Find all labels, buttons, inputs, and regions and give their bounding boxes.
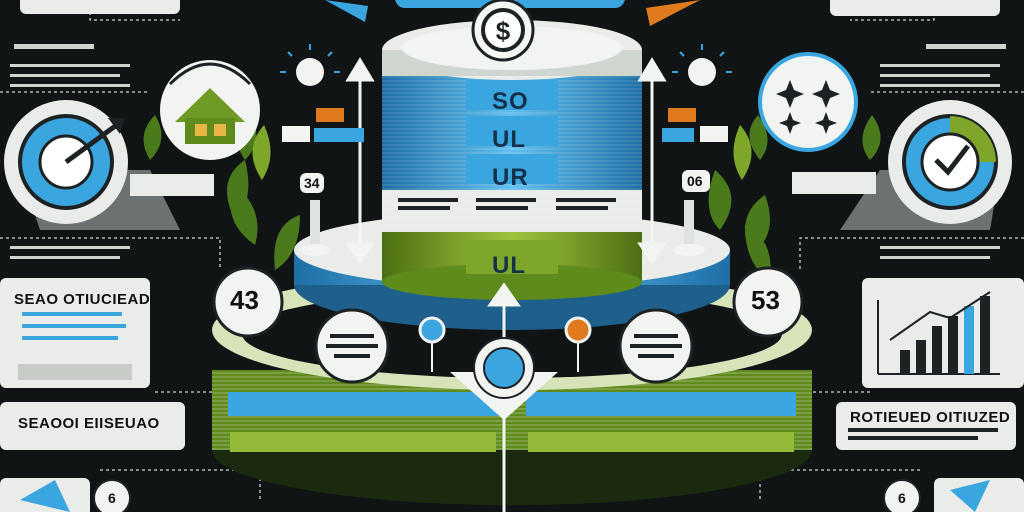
right-badge-number: 53 [751,285,780,315]
left-panel-caption: SEAOOI EIISEUAO [18,415,160,432]
label-bubbles [130,172,876,384]
stack-label-1: SO [492,88,529,115]
house-icon [160,60,260,160]
bottom-right-number: 6 [898,490,906,506]
stack-label-4: UL [492,252,526,279]
text-strips [10,44,1006,259]
bottom-left-number: 6 [108,490,116,506]
right-panel-caption: ROTIEUED OITIUZED [850,409,1011,426]
small-tags [282,108,728,142]
svg-text:$: $ [496,16,511,46]
sun-icon [280,44,732,86]
number-badges [212,170,804,338]
pin-icon [299,200,705,372]
left-badge-number: 43 [230,285,259,315]
bar-chart-icon [877,291,1000,375]
left-small-number: 34 [304,175,320,191]
left-panels [0,278,185,512]
gauge-icon [840,100,1012,230]
dollar-icon: $ [471,0,535,62]
stack-label-2: UL [492,126,526,153]
right-small-number: 06 [687,173,703,189]
left-panel-heading: SEAO OTIUCIEAD [14,291,151,308]
center-badge [450,337,558,420]
sparkle-icon [758,52,858,152]
stack-label-3: UR [492,164,529,191]
